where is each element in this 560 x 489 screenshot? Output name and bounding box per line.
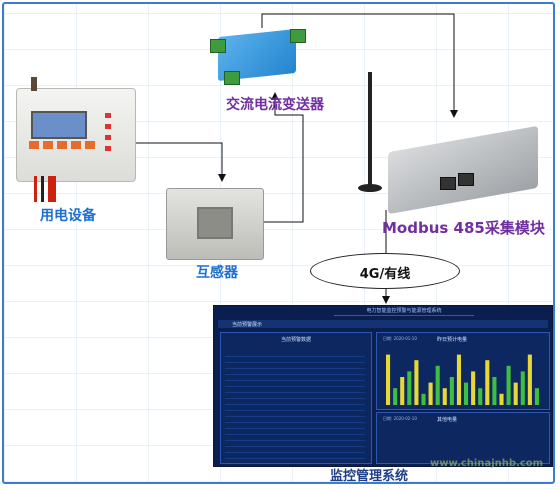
energy-bar bbox=[449, 377, 454, 405]
transmitter-terminal bbox=[210, 39, 226, 53]
energy-bar bbox=[435, 365, 440, 405]
ct-window bbox=[197, 207, 233, 239]
ethernet-port bbox=[440, 177, 456, 190]
meter-screen bbox=[31, 111, 87, 139]
antenna-base bbox=[358, 184, 382, 192]
alarm-table-title: 当前预警数据 bbox=[280, 337, 311, 343]
chart2-title: 其他电量 bbox=[437, 417, 458, 423]
energy-bar bbox=[407, 371, 412, 405]
link-label: 4G/有线 bbox=[359, 267, 411, 282]
module-label: Modbus 485采集模块 bbox=[382, 219, 545, 237]
line-ct-to-transmitter bbox=[262, 92, 304, 223]
line-transmitter-to-module bbox=[261, 13, 458, 118]
energy-bar bbox=[485, 360, 490, 405]
dashboard-nav: 当前预警展示 bbox=[218, 320, 548, 328]
energy-bar bbox=[499, 393, 504, 405]
energy-bar bbox=[534, 388, 539, 405]
module-body bbox=[388, 125, 538, 215]
current-transformer-image bbox=[166, 188, 264, 260]
energy-bar bbox=[400, 377, 405, 405]
alarm-table-panel: 当前预警数据 bbox=[220, 332, 372, 464]
chart1-date: 日期: 2020-01-10 bbox=[383, 336, 417, 341]
energy-bar bbox=[478, 388, 483, 405]
energy-bar bbox=[464, 382, 469, 405]
transmitter-label: 交流电流变送器 bbox=[226, 97, 324, 113]
energy-bar bbox=[506, 365, 511, 405]
diagram-frame bbox=[2, 2, 555, 484]
meter-leds bbox=[105, 107, 111, 151]
energy-bar bbox=[442, 388, 447, 405]
energy-bar bbox=[414, 360, 419, 405]
meter-antenna bbox=[31, 77, 37, 91]
other-chart-panel: 日期: 2020-02-10 其他电量 bbox=[376, 412, 550, 464]
chart1-title: 昨日预计电量 bbox=[437, 337, 468, 343]
chart2-date: 日期: 2020-02-10 bbox=[383, 416, 417, 421]
monitoring-dashboard: 电力智能监控预警与能源管理系统 当前预警展示 当前预警数据 日期: 2020-0… bbox=[213, 305, 553, 467]
energy-bar bbox=[492, 377, 497, 405]
ac-current-transmitter-image bbox=[210, 25, 306, 87]
energy-bar bbox=[421, 393, 426, 405]
collection-module-image bbox=[378, 125, 550, 215]
energy-bar bbox=[386, 354, 391, 405]
line-meter-to-ct bbox=[134, 142, 226, 182]
energy-chart-panel: 日期: 2020-01-10 昨日预计电量 bbox=[376, 332, 550, 410]
ethernet-port bbox=[458, 173, 474, 186]
system-label: 监控管理系统 bbox=[330, 469, 409, 484]
energy-bar bbox=[471, 371, 476, 405]
watermark: www.chinajnhb.com bbox=[430, 458, 544, 469]
transmitter-terminal bbox=[290, 29, 306, 43]
energy-bar bbox=[393, 388, 398, 405]
energy-bar bbox=[456, 354, 461, 405]
energy-bar bbox=[513, 382, 518, 405]
dashboard-title: 电力智能监控预警与能源管理系统 bbox=[334, 307, 474, 316]
energy-bar-chart bbox=[386, 354, 539, 405]
meter-cables bbox=[34, 176, 56, 202]
transmitter-terminal bbox=[224, 71, 240, 85]
ct-label: 互感器 bbox=[196, 265, 238, 281]
energy-bar bbox=[520, 371, 525, 405]
energy-bar bbox=[428, 382, 433, 405]
meter-buttons bbox=[29, 141, 95, 149]
energy-bar bbox=[527, 354, 532, 405]
power-meter-image bbox=[16, 77, 136, 182]
meter-label: 用电设备 bbox=[40, 208, 96, 224]
alarm-table-rows bbox=[225, 355, 365, 459]
antenna-icon bbox=[368, 72, 372, 190]
nav-item: 当前预警展示 bbox=[232, 322, 263, 328]
link-oval: 4G/有线 bbox=[310, 253, 460, 289]
